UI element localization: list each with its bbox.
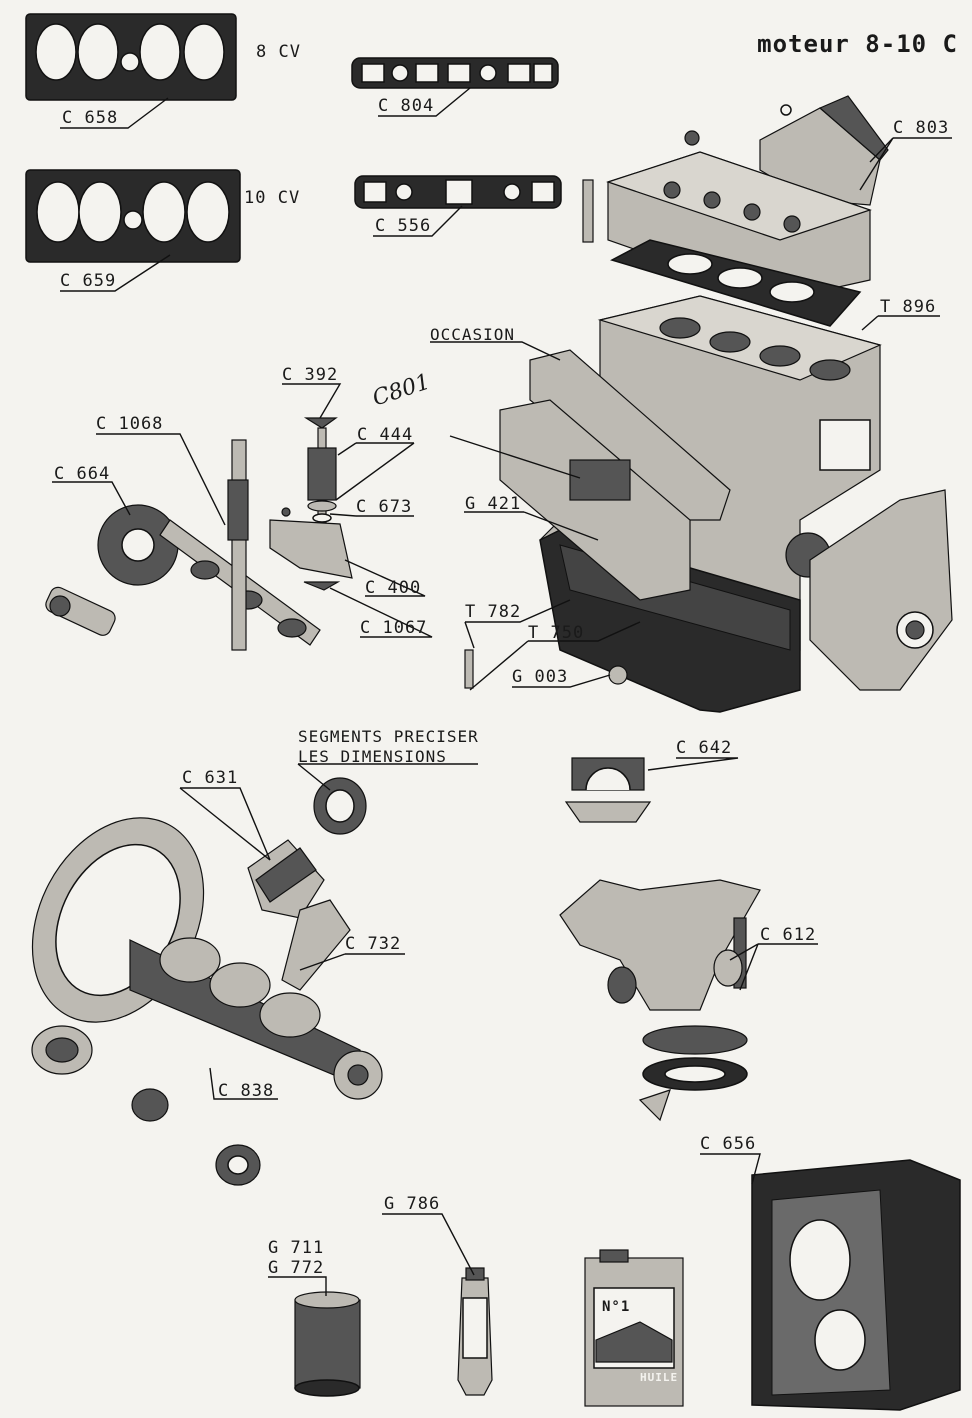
ref-c631: C 631 [182,768,239,788]
manifold-used-image [499,349,731,601]
ref-c400: C 400 [365,578,422,598]
ref-c658: C 658 [62,108,119,128]
ref-c803: C 803 [893,118,950,138]
crank-seal-c642-image [564,757,652,823]
bearing-shells-image [31,1025,261,1186]
ref-g772: G 772 [268,1258,325,1278]
ref-t782: T 782 [465,602,522,622]
ref-g786: G 786 [384,1194,441,1214]
ref-c804: C 804 [378,96,435,116]
camshaft-image [97,439,321,651]
segments-note-line2: LES DIMENSIONS [298,747,447,766]
cylinder-head-image [606,130,872,301]
oil-can-label: N°1 [602,1299,631,1315]
ref-c1067: C 1067 [360,618,428,638]
ref-c642: C 642 [676,738,733,758]
variant-10cv-label: 10 CV [244,188,301,208]
ref-c673: C 673 [356,497,413,517]
manifold-gasket-c804-image [351,57,559,89]
variant-8cv-label: 8 CV [256,42,301,62]
tin-can-g711-image [294,1291,361,1397]
ref-c556: C 556 [375,216,432,236]
segments-note-line1: SEGMENTS PRECISER [298,727,479,746]
ref-c659: C 659 [60,271,117,291]
piston-c631-image [247,839,325,919]
water-outlet-c803-image [759,95,889,206]
bolt-t782-image [464,649,474,689]
ref-g711: G 711 [268,1238,325,1258]
ref-c612: C 612 [760,925,817,945]
ref-c664: C 664 [54,464,111,484]
ref-c838: C 838 [218,1081,275,1101]
ref-g421: G 421 [465,494,522,514]
piston-rings-image [313,777,367,835]
oil-pump-c612-image [559,879,761,1122]
page-title: moteur 8-10 C [757,30,958,58]
ref-t896: T 896 [880,297,937,317]
oil-can-image [584,1249,684,1407]
head-gasket-8cv-image [25,13,237,101]
ref-c444: C 444 [357,425,414,445]
ref-c392: C 392 [282,365,339,385]
ref-g003: G 003 [512,667,569,687]
ref-c656: C 656 [700,1134,757,1154]
sealant-tube-g786-image [457,1267,493,1396]
manifold-gasket-c556-image [354,175,562,209]
occasion-note: OCCASION [430,325,516,344]
crankshaft-c732-image [129,899,383,1100]
timing-cover-image [809,489,953,691]
plug-g003-image [608,665,628,685]
head-gasket-10cv-image [25,169,241,263]
head-gasket-t896-image [610,239,862,327]
ref-c732: C 732 [345,934,402,954]
ref-c1068: C 1068 [96,414,164,434]
leader-lines [52,87,952,1296]
gasket-set-box-c656-image [751,1159,961,1411]
valve-assembly-image [269,417,353,591]
drive-pinion-image [45,586,116,636]
stud-bolt-image [582,179,594,243]
oil-can-brand: HUILE [640,1371,679,1384]
ref-t750: T 750 [528,623,585,643]
